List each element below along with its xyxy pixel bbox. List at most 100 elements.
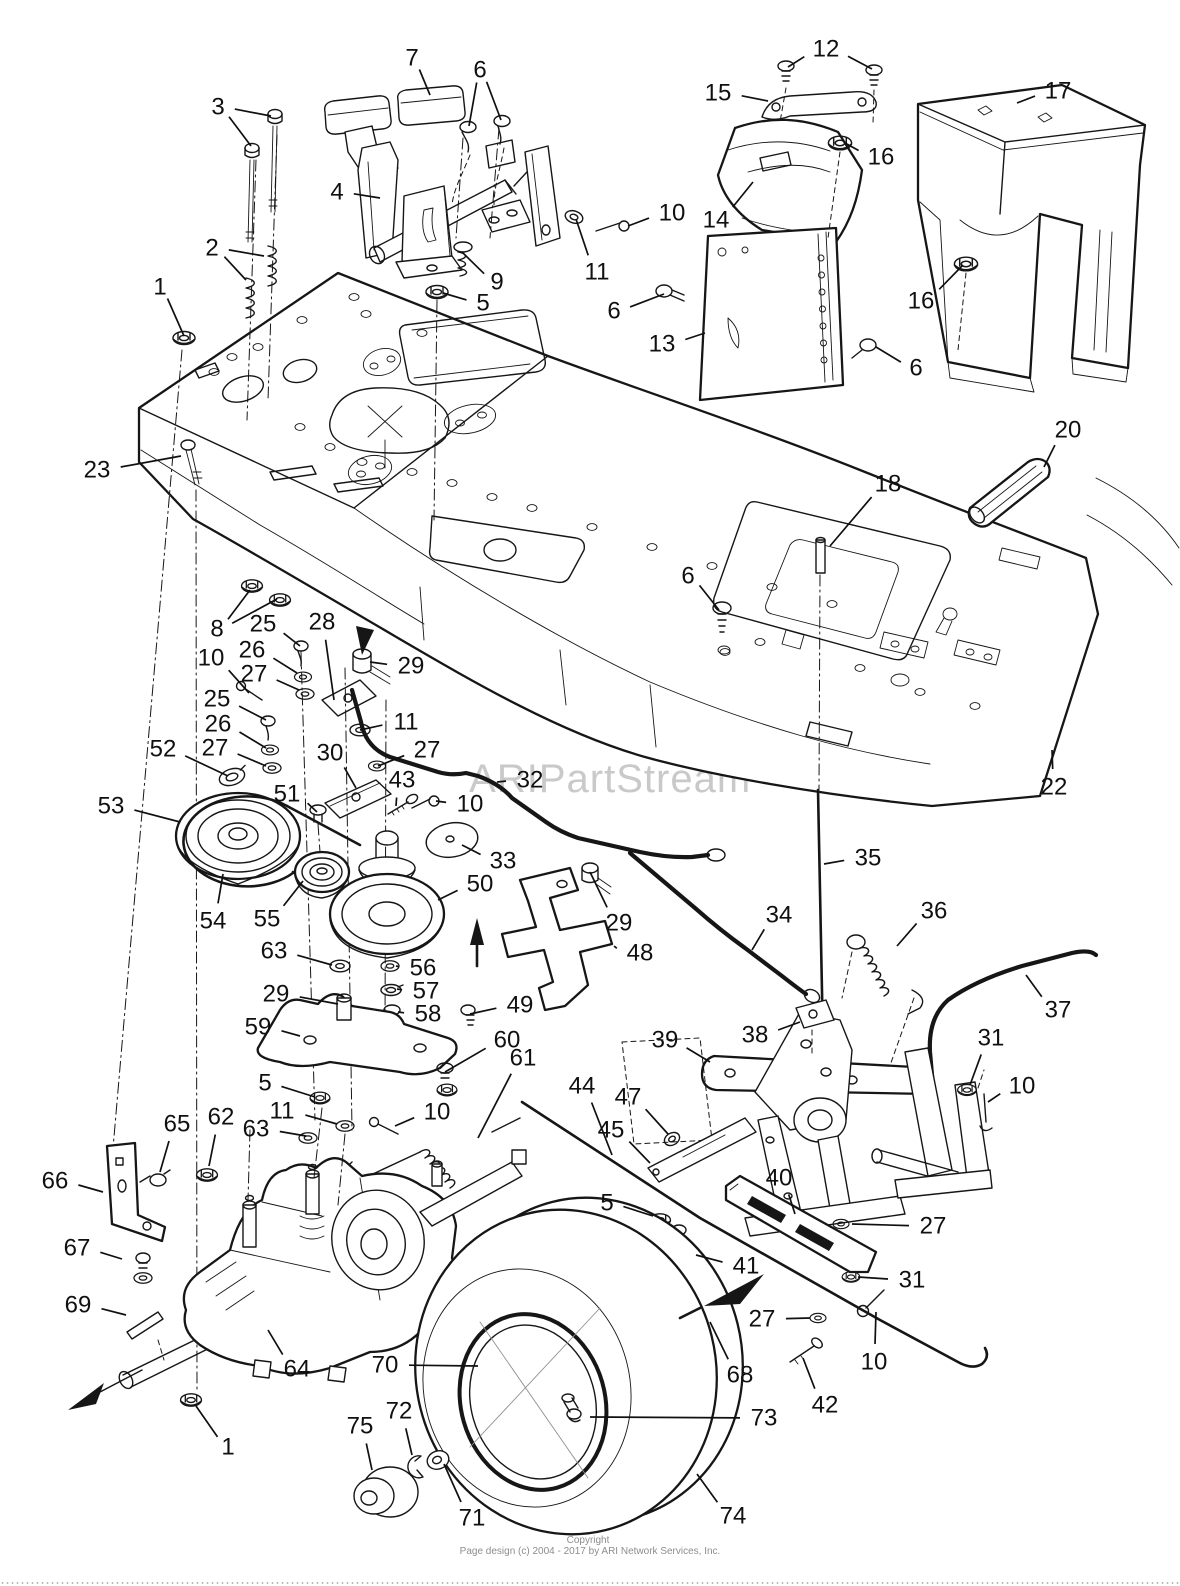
callout-27[interactable]: 27 — [241, 661, 300, 691]
callout-label-27[interactable]: 27 — [749, 1306, 776, 1333]
callout-25[interactable]: 25 — [204, 686, 267, 721]
callout-32[interactable]: 32 — [496, 767, 544, 794]
callout-label-59[interactable]: 59 — [245, 1014, 272, 1041]
callout-label-8[interactable]: 8 — [210, 616, 223, 643]
callout-6[interactable]: 6 — [875, 346, 923, 382]
callout-label-5[interactable]: 5 — [258, 1070, 271, 1097]
callout-label-17[interactable]: 17 — [1045, 78, 1072, 105]
callout-label-25[interactable]: 25 — [250, 611, 277, 638]
callout-38[interactable]: 38 — [742, 1021, 801, 1049]
callout-14[interactable]: 14 — [703, 181, 754, 234]
callout-label-55[interactable]: 55 — [254, 906, 281, 933]
callout-35[interactable]: 35 — [823, 845, 881, 872]
callout-label-30[interactable]: 30 — [317, 740, 344, 767]
callout-label-53[interactable]: 53 — [98, 793, 125, 820]
callout-label-72[interactable]: 72 — [386, 1398, 413, 1425]
callout-12[interactable]: 12 — [787, 36, 873, 70]
callout-label-32[interactable]: 32 — [517, 767, 544, 794]
callout-label-74[interactable]: 74 — [720, 1503, 747, 1530]
callout-26[interactable]: 26 — [239, 637, 298, 674]
callout-43[interactable]: 43 — [389, 767, 416, 807]
callout-10[interactable]: 10 — [394, 1099, 451, 1127]
callout-label-51[interactable]: 51 — [274, 781, 301, 808]
callout-label-6[interactable]: 6 — [607, 298, 620, 325]
callout-label-62[interactable]: 62 — [208, 1104, 235, 1131]
callout-10[interactable]: 10 — [198, 645, 250, 694]
callout-label-38[interactable]: 38 — [742, 1022, 769, 1049]
callout-label-52[interactable]: 52 — [150, 736, 177, 763]
callout-65[interactable]: 65 — [159, 1111, 191, 1173]
callout-16[interactable]: 16 — [908, 264, 964, 315]
callout-label-71[interactable]: 71 — [459, 1505, 486, 1532]
callout-label-60[interactable]: 60 — [494, 1027, 521, 1054]
callout-27[interactable]: 27 — [202, 735, 267, 767]
callout-64[interactable]: 64 — [267, 1329, 310, 1383]
callout-13[interactable]: 13 — [649, 331, 706, 358]
callout-label-6[interactable]: 6 — [473, 57, 486, 84]
callout-51[interactable]: 51 — [274, 781, 318, 813]
callout-39[interactable]: 39 — [652, 1027, 711, 1063]
callout-17[interactable]: 17 — [1016, 78, 1072, 105]
callout-label-27[interactable]: 27 — [241, 661, 268, 688]
callout-label-26[interactable]: 26 — [239, 637, 266, 664]
callout-50[interactable]: 50 — [437, 871, 493, 901]
callout-31[interactable]: 31 — [969, 1025, 1004, 1086]
callout-72[interactable]: 72 — [386, 1398, 413, 1456]
callout-label-31[interactable]: 31 — [899, 1267, 926, 1294]
callout-label-12[interactable]: 12 — [813, 36, 840, 63]
callout-54[interactable]: 54 — [200, 873, 227, 935]
callout-label-58[interactable]: 58 — [415, 1001, 442, 1028]
callout-label-37[interactable]: 37 — [1045, 997, 1072, 1024]
callout-label-18[interactable]: 18 — [875, 471, 902, 498]
callout-3[interactable]: 3 — [211, 94, 272, 147]
callout-label-6[interactable]: 6 — [909, 355, 922, 382]
callout-label-10[interactable]: 10 — [659, 200, 686, 227]
callout-label-47[interactable]: 47 — [615, 1084, 642, 1111]
callout-29[interactable]: 29 — [369, 653, 425, 680]
callout-61[interactable]: 61 — [477, 1045, 536, 1139]
callout-1[interactable]: 1 — [195, 1405, 235, 1461]
callout-label-68[interactable]: 68 — [727, 1362, 754, 1389]
callout-71[interactable]: 71 — [443, 1463, 486, 1532]
callout-label-5[interactable]: 5 — [600, 1190, 613, 1217]
callout-label-10[interactable]: 10 — [424, 1099, 451, 1126]
callout-7[interactable]: 7 — [405, 45, 431, 96]
callout-27[interactable]: 27 — [377, 737, 440, 767]
callout-8[interactable]: 8 — [210, 589, 278, 643]
callout-26[interactable]: 26 — [205, 711, 267, 749]
callout-label-20[interactable]: 20 — [1055, 417, 1082, 444]
callout-5[interactable]: 5 — [442, 290, 490, 317]
callout-label-28[interactable]: 28 — [309, 609, 336, 636]
callout-22[interactable]: 22 — [1041, 749, 1068, 801]
callout-68[interactable]: 68 — [709, 1321, 754, 1389]
callout-label-29[interactable]: 29 — [606, 910, 633, 937]
callout-label-1[interactable]: 1 — [221, 1434, 234, 1461]
callout-label-4[interactable]: 4 — [330, 179, 343, 206]
callout-label-26[interactable]: 26 — [205, 711, 232, 738]
callout-label-16[interactable]: 16 — [868, 144, 895, 171]
callout-4[interactable]: 4 — [330, 179, 381, 206]
callout-40[interactable]: 40 — [766, 1165, 796, 1215]
callout-label-70[interactable]: 70 — [372, 1352, 399, 1379]
callout-31[interactable]: 31 — [857, 1267, 926, 1294]
callout-label-22[interactable]: 22 — [1041, 774, 1068, 801]
callout-label-23[interactable]: 23 — [84, 457, 111, 484]
callout-label-13[interactable]: 13 — [649, 331, 676, 358]
callout-67[interactable]: 67 — [64, 1235, 123, 1262]
callout-label-10[interactable]: 10 — [198, 645, 225, 672]
callout-label-49[interactable]: 49 — [507, 992, 534, 1019]
callout-59[interactable]: 59 — [245, 1014, 301, 1041]
callout-label-63[interactable]: 63 — [261, 938, 288, 965]
callout-15[interactable]: 15 — [705, 80, 769, 107]
callout-label-45[interactable]: 45 — [598, 1117, 625, 1144]
callout-75[interactable]: 75 — [347, 1413, 374, 1471]
callout-33[interactable]: 33 — [461, 844, 516, 875]
callout-label-6[interactable]: 6 — [681, 563, 694, 590]
callout-48[interactable]: 48 — [613, 940, 653, 967]
callout-29[interactable]: 29 — [263, 981, 339, 1008]
callout-label-11[interactable]: 11 — [394, 709, 419, 736]
callout-label-65[interactable]: 65 — [164, 1111, 191, 1138]
callout-73[interactable]: 73 — [589, 1405, 777, 1432]
callout-label-7[interactable]: 7 — [405, 45, 418, 72]
callout-label-29[interactable]: 29 — [398, 653, 425, 680]
